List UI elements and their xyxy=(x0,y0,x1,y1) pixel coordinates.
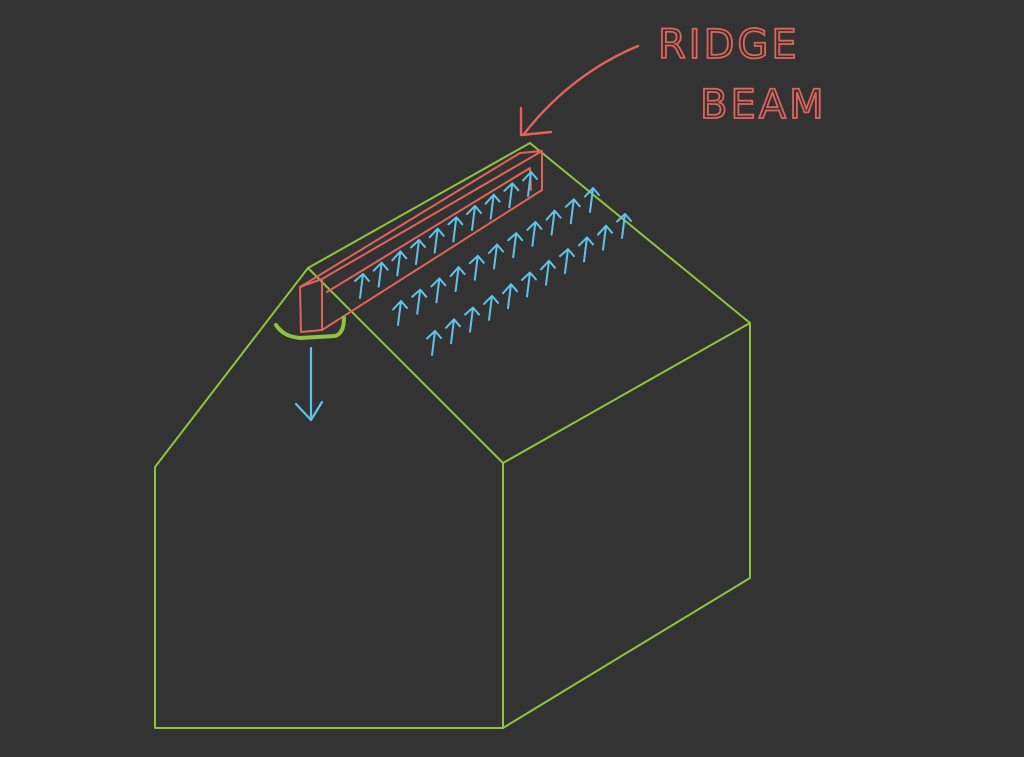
load-arrow xyxy=(559,248,575,275)
load-arrow xyxy=(584,187,600,213)
load-arrow xyxy=(526,220,543,247)
annotation-line-beam: BEAM xyxy=(700,82,827,128)
load-arrow xyxy=(564,198,581,225)
roof-front-eave xyxy=(502,322,751,464)
load-arrow xyxy=(411,288,428,315)
down-arrow xyxy=(294,346,324,422)
roof-ridge-line xyxy=(307,142,531,269)
load-arrow xyxy=(521,271,537,298)
load-arrow xyxy=(354,273,370,299)
house-outline xyxy=(154,142,751,729)
load-arrow xyxy=(468,254,485,281)
load-arrow xyxy=(545,209,562,236)
load-arrow xyxy=(410,239,426,265)
load-arrow xyxy=(391,250,408,277)
roof-back-eave xyxy=(529,142,751,324)
load-arrow xyxy=(445,318,461,345)
side-wall xyxy=(502,322,751,729)
gable-wall xyxy=(154,267,504,729)
load-arrow xyxy=(426,330,442,356)
load-arrow xyxy=(392,300,408,326)
load-arrow xyxy=(507,232,524,259)
load-arrow xyxy=(616,213,632,239)
load-arrow xyxy=(502,283,518,310)
callout-arrow xyxy=(519,44,640,137)
load-arrow xyxy=(488,243,504,270)
ridge-beam-front-face xyxy=(299,278,323,333)
load-arrow xyxy=(578,236,594,263)
annotation-line-ridge: RIDGE xyxy=(658,22,800,68)
load-arrow xyxy=(372,261,389,288)
load-arrow xyxy=(428,227,445,254)
load-arrow xyxy=(449,266,466,293)
ridge-beam-inner-edge xyxy=(326,167,532,293)
ridge-beam-top-face xyxy=(299,150,543,288)
roof-load-arrows xyxy=(354,171,632,356)
load-arrow xyxy=(430,277,447,304)
load-arrow xyxy=(484,193,501,220)
load-arrow xyxy=(597,224,613,251)
load-arrow xyxy=(522,171,538,197)
ridge-beam-side-face xyxy=(321,150,543,331)
load-arrow xyxy=(503,182,520,209)
load-arrow xyxy=(466,205,482,231)
load-arrow xyxy=(464,306,480,333)
support-bracket xyxy=(274,316,346,340)
load-arrow xyxy=(483,294,499,321)
load-arrow xyxy=(447,216,464,243)
load-arrow xyxy=(540,259,556,286)
